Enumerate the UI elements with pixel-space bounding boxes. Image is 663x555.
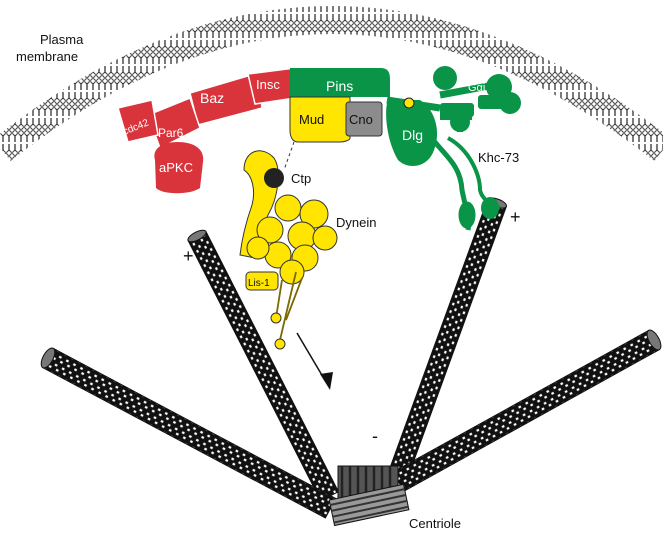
galpha-label: Gαi: [468, 82, 485, 94]
par6-label: Par6: [158, 126, 184, 140]
centriole-label: Centriole: [409, 516, 461, 531]
dlg-label: Dlg: [402, 127, 423, 143]
insc-label: Insc: [256, 77, 280, 92]
ctp-label: Ctp: [291, 171, 311, 186]
dynein-label: Dynein: [336, 215, 376, 230]
khc73-label: Khc-73: [478, 150, 519, 165]
apkc-label: aPKC: [159, 160, 193, 175]
baz-label: Baz: [200, 90, 224, 106]
minus-end-right: -: [372, 426, 378, 446]
mud-label: Mud: [299, 112, 324, 127]
cno-label: Cno: [349, 112, 373, 127]
plus-end-right: +: [510, 207, 521, 227]
pins-label: Pins: [326, 78, 353, 94]
membrane-label-line1: Plasma: [40, 32, 84, 47]
minus-end-left: -: [295, 426, 301, 446]
plus-end-left: +: [183, 246, 194, 266]
membrane-label-line2: membrane: [16, 49, 78, 64]
centriole: [329, 466, 409, 526]
lis1-label: Lis-1: [248, 278, 270, 289]
